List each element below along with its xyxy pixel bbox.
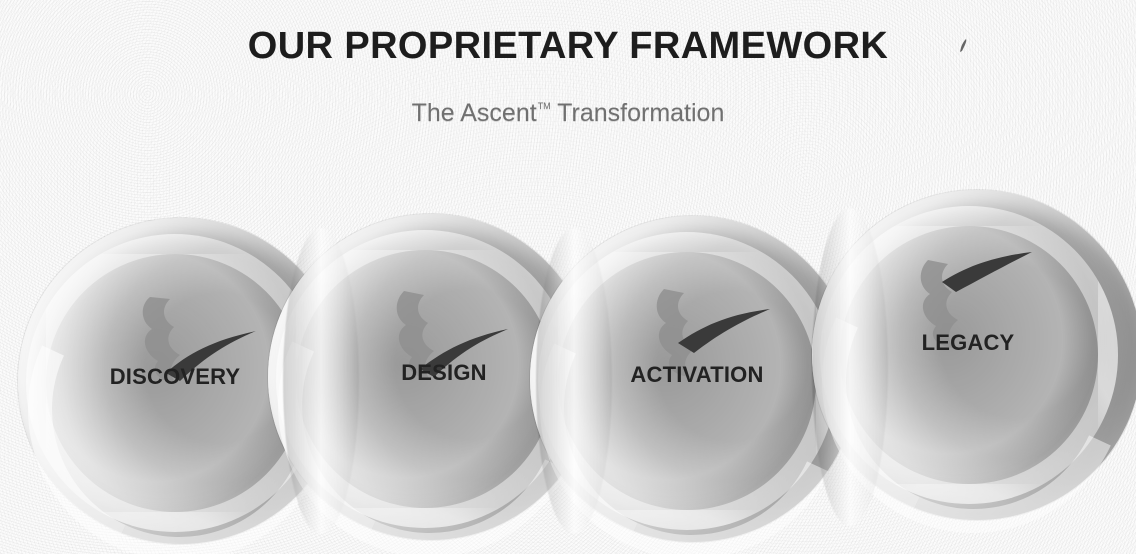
subtitle-main: The Ascent [411,99,537,127]
stage-activation: ACTIVATION [530,216,856,542]
wing-swoosh-icon [142,297,256,383]
page-subtitle: The AscentTM Transformation [0,90,1136,129]
wing-swoosh-icon [396,291,508,379]
wing-swoosh-icon [656,289,770,377]
stage-legacy: LEGACY [812,190,1136,520]
subtitle-tail: Transformation [550,99,725,127]
page-title: OUR PROPRIETARY FRAMEWORK [247,25,889,67]
wing-swoosh-icon [920,252,1032,348]
stage-label: LEGACY [921,330,1015,355]
trademark-mark: TM [537,101,551,111]
stage-label: DISCOVERY [109,364,241,389]
framework-cycle: DISCOVERY DESIGN ACTIVATION LEGACY [0,180,1136,554]
pencil-mark-icon [960,39,967,52]
stage-label: DESIGN [401,360,487,385]
stage-label: ACTIVATION [630,362,764,387]
